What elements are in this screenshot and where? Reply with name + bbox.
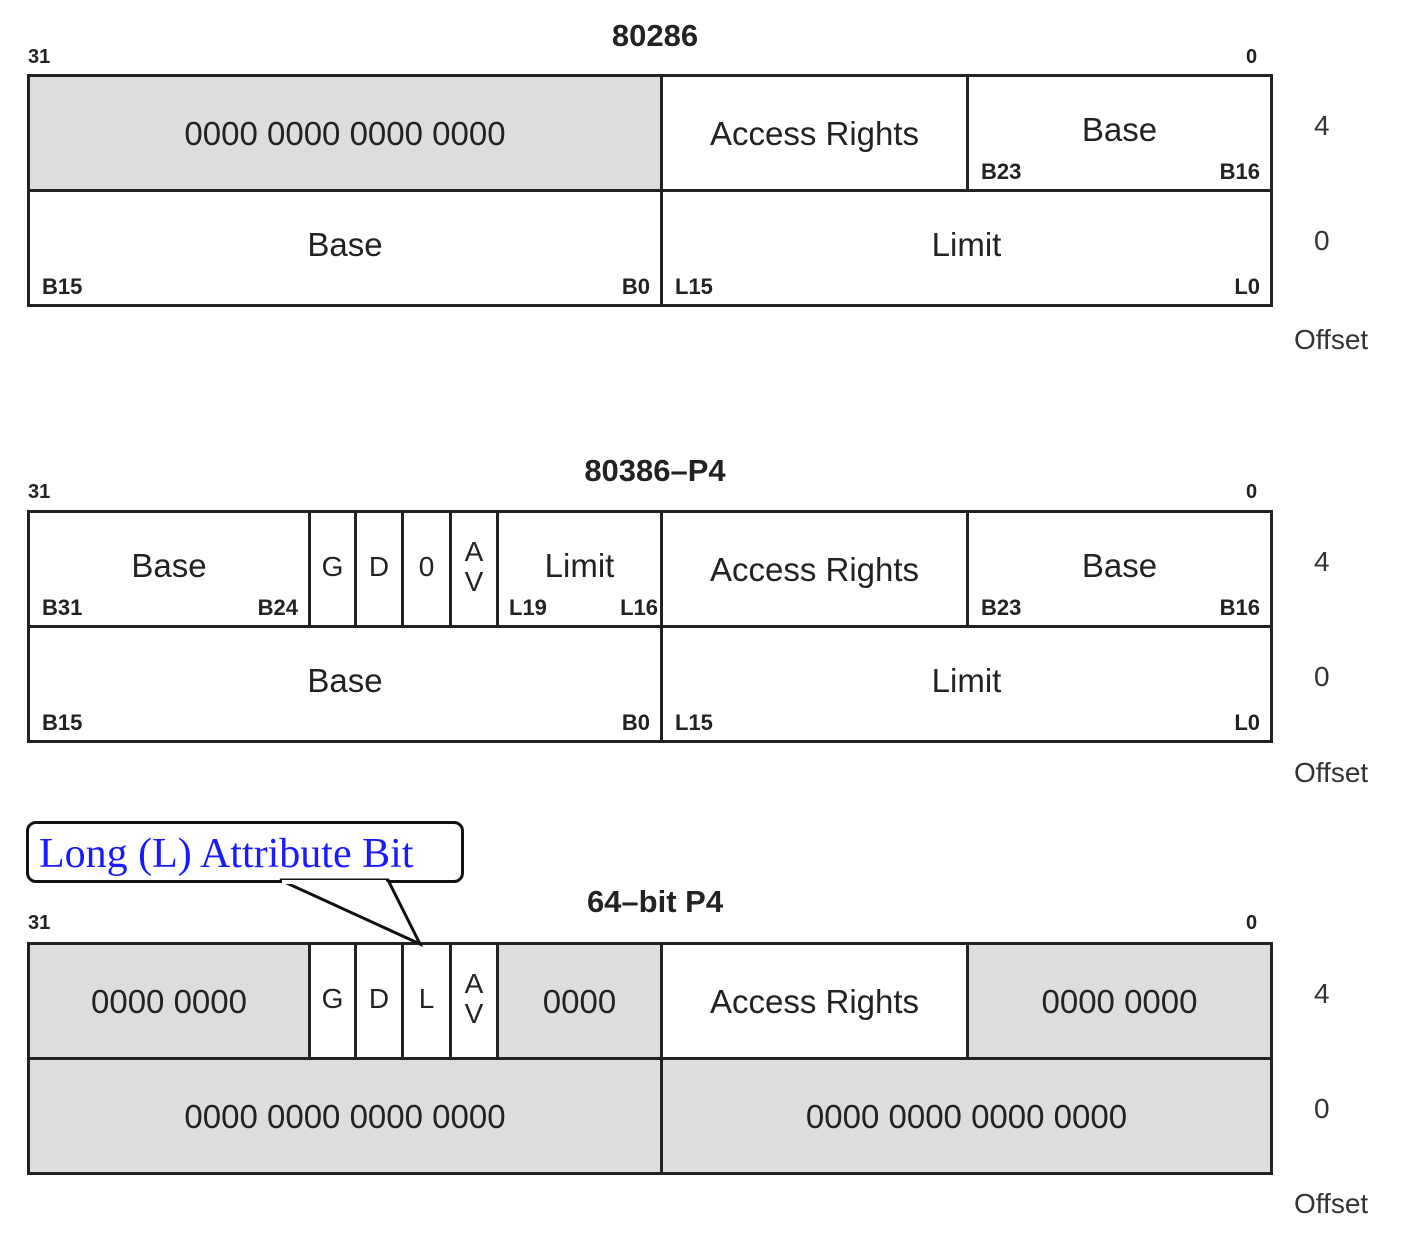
bit-range-end: L16 [620, 595, 658, 620]
bit-high-label: 31 [28, 912, 51, 934]
offset-label: Offset [1294, 1188, 1369, 1219]
bit-low-label: 0 [1246, 481, 1258, 503]
callout-text: Long (L) Attribute Bit [39, 831, 414, 877]
field-label: Base [1081, 111, 1158, 148]
field-0000: 0000 [496, 942, 663, 1060]
offset-value: 0 [1314, 1093, 1330, 1124]
offset-value: 0 [1314, 661, 1330, 692]
bit-range-start: B31 [42, 595, 83, 620]
field-access-rights: Access Rights [660, 74, 969, 192]
offset-value: 4 [1314, 546, 1330, 577]
field-label: G [321, 983, 344, 1014]
field-label: D [368, 551, 390, 582]
bit-range-start: L19 [509, 595, 547, 620]
bit-range-end: B16 [1219, 159, 1260, 184]
field-label: Base [307, 662, 383, 699]
field-0000-0000-0000-0000: 0000 0000 0000 0000 [27, 1057, 663, 1175]
field-label: Limit [931, 662, 1002, 699]
field-l: L [401, 942, 452, 1060]
field-0000-0000: 0000 0000 [27, 942, 311, 1060]
field-label: 0000 [542, 983, 617, 1020]
bit-high-label: 31 [28, 481, 51, 503]
field-label: 0000 0000 0000 0000 [184, 115, 506, 152]
bit-low-label: 0 [1246, 912, 1258, 934]
field-0000-0000: 0000 0000 [966, 942, 1273, 1060]
field-access-rights: Access Rights [660, 942, 969, 1060]
field-label: Base [1081, 547, 1158, 584]
field-label: 0 [418, 551, 435, 582]
field-g: G [308, 942, 357, 1060]
bit-high-label: 31 [28, 46, 51, 68]
field-access-rights: Access Rights [660, 510, 969, 628]
offset-value: 0 [1314, 225, 1330, 256]
field-0000-0000-0000-0000: 0000 0000 0000 0000 [27, 74, 663, 192]
bit-range-end: B0 [621, 274, 650, 299]
descriptor-title: 80286 [611, 18, 699, 53]
field-label: Limit [544, 547, 615, 584]
bit-range-start: B15 [42, 274, 83, 299]
bit-range-start: B23 [981, 159, 1022, 184]
field-label: D [368, 983, 390, 1014]
callout-pointer-arrow [279, 878, 424, 948]
offset-label: Offset [1294, 324, 1369, 355]
bit-range-end: B24 [257, 595, 298, 620]
field-d: D [354, 942, 404, 1060]
bit-range-start: L15 [675, 274, 713, 299]
bit-range-start: L15 [675, 710, 713, 735]
field-d: D [354, 510, 404, 628]
bit-range-end: B16 [1219, 595, 1260, 620]
offset-label: Offset [1294, 757, 1369, 788]
descriptor-title: 80386–P4 [584, 453, 726, 488]
field-label: Access Rights [709, 983, 920, 1020]
field-label: Access Rights [709, 115, 920, 152]
field-label: 0000 0000 0000 0000 [805, 1098, 1128, 1135]
bit-range-start: B15 [42, 710, 83, 735]
field-label: Base [307, 226, 383, 263]
field-label: Limit [931, 226, 1002, 263]
field-0000-0000-0000-0000: 0000 0000 0000 0000 [660, 1057, 1273, 1175]
bit-range-start: B23 [981, 595, 1022, 620]
field-label: G [321, 551, 344, 582]
descriptor-title: 64–bit P4 [586, 884, 724, 919]
field-label: 0000 0000 0000 0000 [184, 1098, 506, 1135]
offset-value: 4 [1314, 110, 1330, 141]
bit-range-end: L0 [1234, 274, 1260, 299]
bit-range-end: B0 [621, 710, 650, 735]
field-0: 0 [401, 510, 452, 628]
offset-value: 4 [1314, 978, 1330, 1009]
field-label: L [418, 983, 435, 1014]
long-attribute-callout: Long (L) Attribute Bit [26, 821, 464, 883]
field-label: 0000 0000 [1041, 983, 1198, 1020]
bit-low-label: 0 [1246, 46, 1258, 68]
bit-range-end: L0 [1234, 710, 1260, 735]
field-label: Access Rights [709, 551, 920, 588]
field-label: Base [131, 547, 207, 584]
field-g: G [308, 510, 357, 628]
field-label: 0000 0000 [91, 983, 247, 1020]
